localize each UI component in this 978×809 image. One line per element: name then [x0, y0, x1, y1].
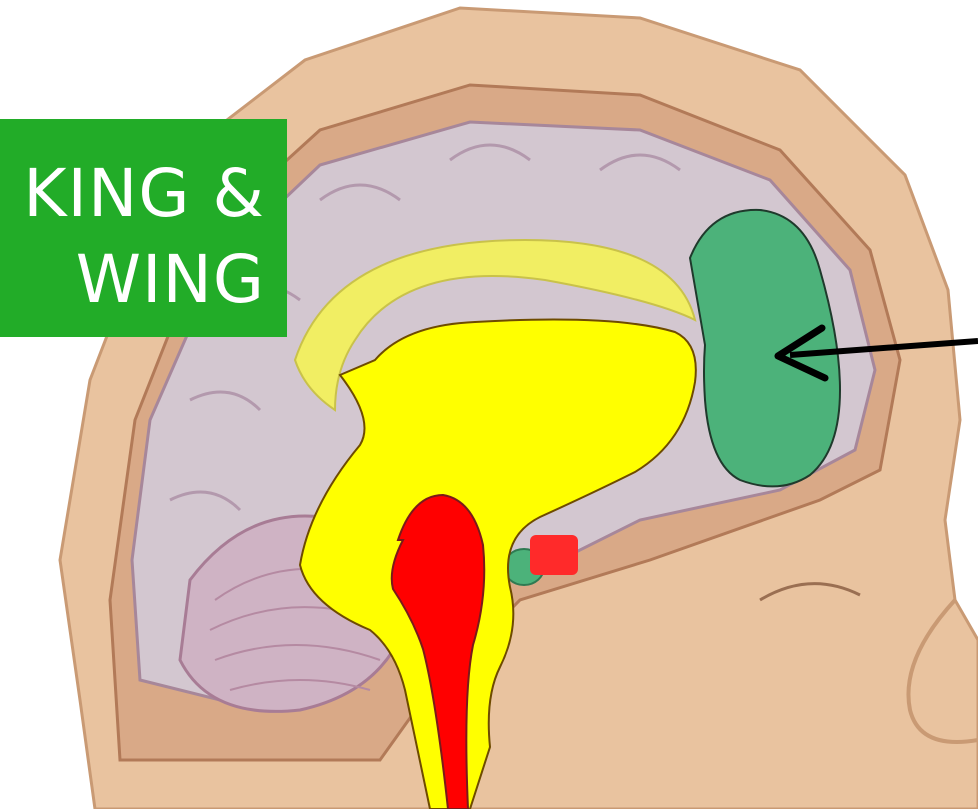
label-line-1: KING &	[23, 161, 265, 227]
region-label-box: KING & WING	[0, 119, 287, 337]
label-line-2: WING	[76, 247, 265, 313]
red-small-structure	[530, 535, 578, 575]
